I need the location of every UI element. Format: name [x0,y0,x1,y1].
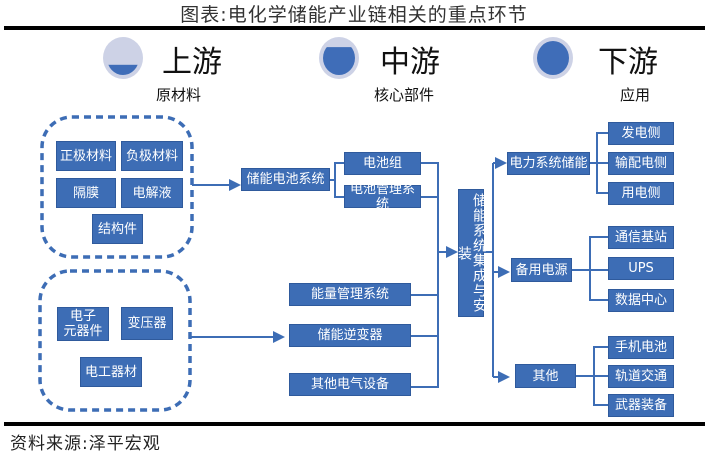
top-rule [4,26,705,30]
box-phone-battery: 手机电池 [608,336,674,359]
circle-fill [107,64,139,75]
box-electronic-components: 电子 元器件 [57,307,109,341]
figure-title: 图表:电化学储能产业链相关的重点环节 [180,4,528,26]
stage-midstream-sub: 核心部件 [374,86,435,104]
box-other-electrical: 其他电气设备 [289,373,411,396]
source-note: 资料来源:泽平宏观 [10,434,161,454]
box-transmission-side: 输配电侧 [608,152,674,175]
box-grid-storage: 电力系统储能 [507,152,590,175]
bottom-rule [4,422,705,426]
box-data-center: 数据中心 [608,289,674,312]
stage-downstream-sub: 应用 [620,86,651,104]
box-system-integration: 储能系统集成与安装 [456,189,487,317]
box-generation-side: 发电侧 [608,122,674,145]
box-weapons: 武器装备 [608,394,674,417]
stage-upstream: 上游 [162,45,222,80]
circle-fill [323,47,355,75]
box-electrolyte: 电解液 [121,178,183,208]
box-telecom-station: 通信基站 [608,226,674,249]
box-consumption-side: 用电侧 [608,182,674,205]
stage-downstream: 下游 [598,45,658,80]
box-other-apps: 其他 [515,364,576,388]
box-bms: 电池管理系统 [344,182,421,212]
box-separator: 隔膜 [56,178,116,208]
box-anode-material: 负极材料 [121,141,183,171]
box-battery-system: 储能电池系统 [241,168,330,191]
box-ems: 能量管理系统 [289,283,411,306]
box-transformer: 变压器 [121,307,173,340]
downstream-circle-icon [533,37,573,79]
box-electrical-equipment: 电工器材 [80,357,142,387]
box-backup-power: 备用电源 [511,258,572,282]
circle-fill [537,41,569,75]
stage-midstream: 中游 [380,45,440,80]
box-cathode-material: 正极材料 [56,141,116,171]
box-rail-transit: 轨道交通 [608,365,674,388]
box-structural-parts: 结构件 [92,214,143,244]
box-inverter: 储能逆变器 [289,324,411,347]
upstream-circle-icon [103,37,143,79]
midstream-circle-icon [319,37,359,79]
box-battery-pack: 电池组 [344,152,421,175]
box-ups: UPS [608,257,674,280]
stage-upstream-sub: 原材料 [156,86,202,104]
